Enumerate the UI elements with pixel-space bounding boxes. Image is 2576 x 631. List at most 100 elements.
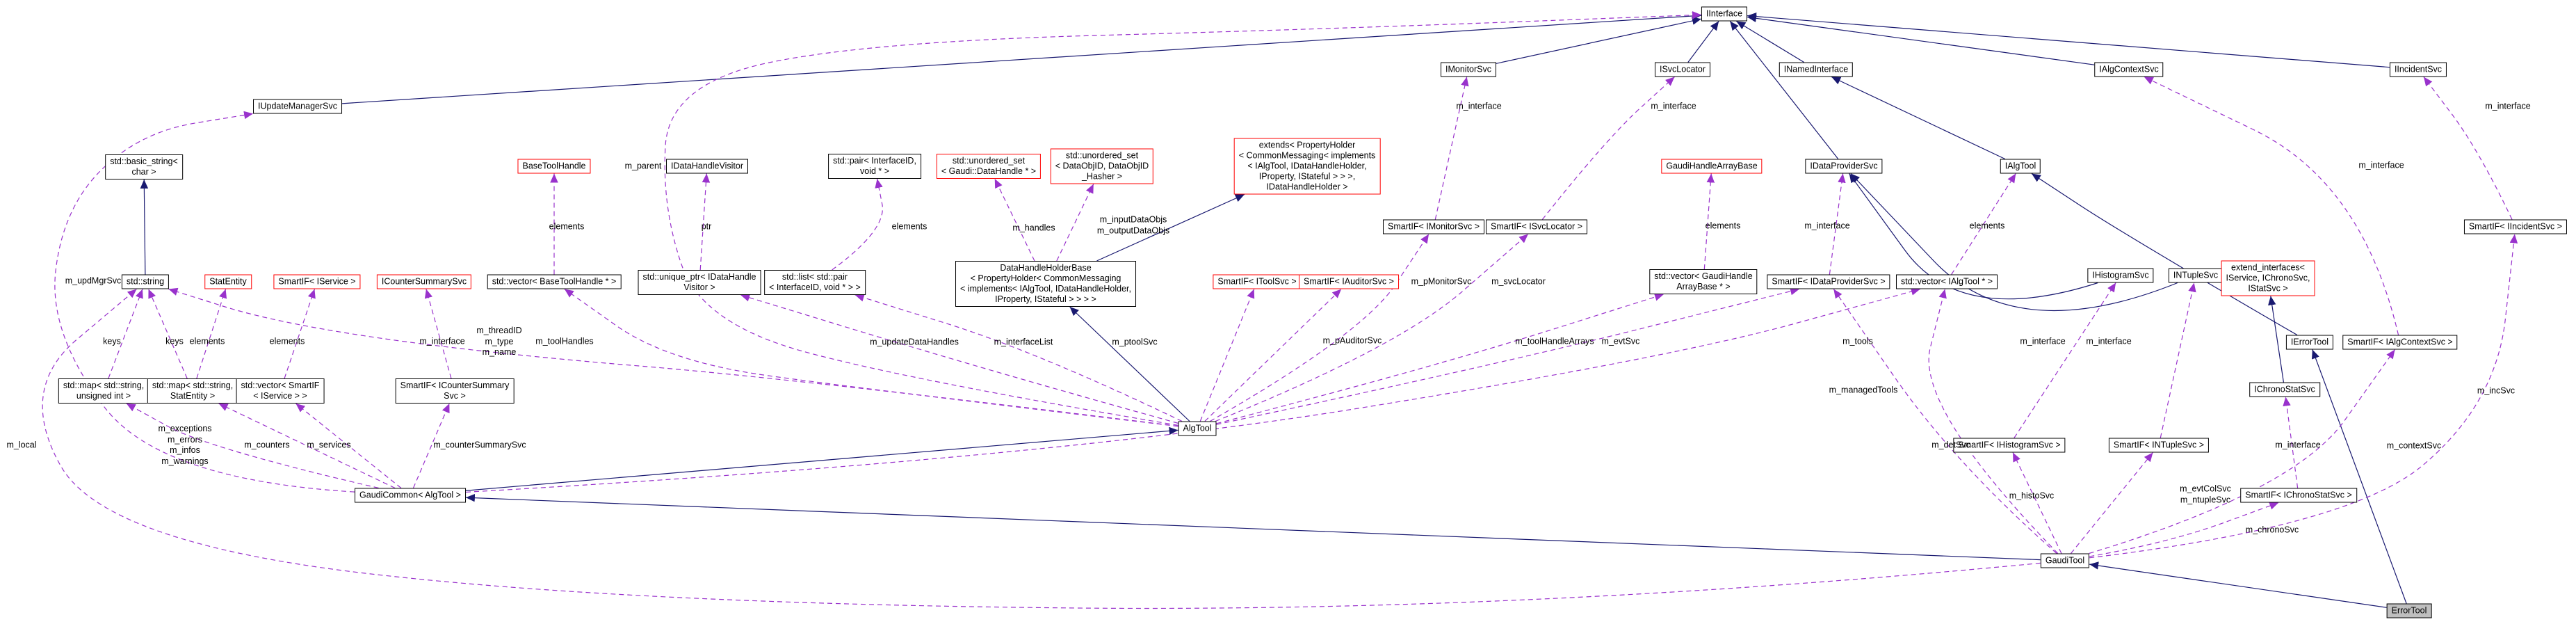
node-listpair[interactable]: std::list< std::pair< InterfaceID, void … — [764, 270, 866, 295]
edge-gauditool-stdstring — [42, 289, 2041, 609]
edge-datahandleholderbase-extendsprop — [1096, 193, 1245, 262]
node-statentity[interactable]: StatEntity — [204, 274, 252, 289]
edge-algtool-smartifimonitorsvc — [1210, 234, 1429, 422]
node-label-line: IHistogramSvc — [2092, 270, 2149, 280]
node-smartifisvclocator[interactable]: SmartIF< ISvcLocator > — [1486, 219, 1587, 234]
node-label-line: std::pair< InterfaceID, — [833, 156, 916, 166]
node-iupdatemanagersvc[interactable]: IUpdateManagerSvc — [253, 99, 342, 114]
node-label-line: DataHandleHolderBase — [1000, 263, 1092, 273]
edge-gauditool-smartifintuplesvc — [2071, 452, 2153, 554]
node-label-line: SmartIF< IChronoStatSvc > — [2245, 490, 2352, 500]
edge-ialgtool-inamedinterface — [1831, 76, 2006, 160]
node-label-line: IChronoStatSvc — [2254, 384, 2315, 394]
edge-smartifimonitorsvc-imonitorsvc — [1434, 77, 1469, 220]
node-vectorbasetoolhandle[interactable]: std::vector< BaseToolHandle * > — [487, 274, 622, 289]
edge-inamedinterface-iinterface — [1736, 20, 1804, 63]
node-vectorsmartifiservice[interactable]: std::vector< SmartIF< IService > > — [236, 378, 325, 404]
node-label-line: std::map< std::string, — [152, 381, 234, 390]
node-basicstring[interactable]: std::basic_string<char > — [105, 154, 183, 179]
node-ierrortool[interactable]: IErrorTool — [2285, 335, 2334, 350]
node-idatahandlevisitor[interactable]: IDataHandleVisitor — [666, 159, 748, 174]
node-label-line: SmartIF< IAuditorSvc > — [1304, 276, 1394, 287]
node-smartifitoolsvc[interactable]: SmartIF< IToolSvc > — [1213, 274, 1302, 289]
node-mapstringuint[interactable]: std::map< std::string,unsigned int > — [58, 378, 149, 404]
node-gauditool[interactable]: GaudiTool — [2040, 553, 2090, 568]
node-smartifintuplesvc[interactable]: SmartIF< INTupleSvc > — [2108, 438, 2210, 453]
node-vectorialgtool[interactable]: std::vector< IAlgTool * > — [1895, 274, 1998, 289]
node-iincidentsvc[interactable]: IIncidentSvc — [2389, 62, 2447, 77]
node-label-line: < CommonMessaging< implements — [1238, 150, 1376, 161]
node-label-line: Visitor > — [683, 282, 715, 292]
node-ialgcontextsvc[interactable]: IAlgContextSvc — [2094, 62, 2164, 77]
node-label-line: StatEntity — [209, 276, 247, 287]
node-stdstring[interactable]: std::string — [121, 274, 170, 289]
node-smartifiincidentsvc[interactable]: SmartIF< IIncidentSvc > — [2463, 219, 2568, 234]
node-imonitorsvc[interactable]: IMonitorSvc — [1441, 62, 1496, 77]
node-label-line: ICounterSummarySvc — [381, 276, 467, 287]
node-unorderedsetgaudi[interactable]: std::unordered_set< Gaudi::DataHandle * … — [936, 154, 1042, 179]
edge-isvclocator-iinterface — [1687, 21, 1719, 63]
node-label-line: IProperty, IStateful > > >, — [1258, 171, 1356, 182]
node-label-line: extends< PropertyHolder — [1258, 140, 1356, 150]
node-smartifihistogramsvc[interactable]: SmartIF< IHistogramSvc > — [1953, 438, 2066, 453]
node-idataprovidersvc[interactable]: IDataProviderSvc — [1805, 159, 1883, 174]
edge-imonitorsvc-iinterface — [1496, 17, 1702, 64]
node-label-line: IErrorTool — [2290, 337, 2329, 347]
node-gaudicommon[interactable]: GaudiCommon< AlgTool > — [355, 488, 466, 503]
node-smartifidataprovider[interactable]: SmartIF< IDataProviderSvc > — [1767, 274, 1890, 289]
node-label-line: std::vector< GaudiHandle — [1654, 271, 1753, 281]
node-unorderedsetdataobj[interactable]: std::unordered_set< DataObjID, DataObjID… — [1050, 148, 1154, 184]
node-label-line: IDataHandleHolder > — [1266, 182, 1348, 192]
node-intuplesvc[interactable]: INTupleSvc — [2168, 268, 2223, 283]
node-iinterface[interactable]: IInterface — [1701, 6, 1748, 22]
node-pairinterfaceid[interactable]: std::pair< InterfaceID,void * > — [828, 154, 921, 179]
node-label-line: IUpdateManagerSvc — [258, 101, 337, 111]
edge-smartifichronostatsvc-ichronostatsvc — [2283, 397, 2299, 488]
edge-mapstringstat-statentity — [196, 289, 227, 379]
node-algtool[interactable]: AlgTool — [1178, 421, 1217, 436]
edge-gauditool-vectorialgtool — [1928, 289, 2059, 554]
node-datahandleholderbase[interactable]: DataHandleHolderBase< PropertyHolder< Co… — [955, 261, 1136, 307]
edge-algtool-stdstring — [168, 287, 1178, 427]
node-inamedinterface[interactable]: INamedInterface — [1779, 62, 1854, 77]
node-label-line: IDataProviderSvc — [1810, 161, 1878, 171]
node-ichronostatsvc[interactable]: IChronoStatSvc — [2249, 382, 2320, 397]
edge-algtool-iinterface — [664, 10, 1701, 426]
edge-gaudicommon-mapstringstat — [218, 403, 396, 489]
node-label-line: < IAlgTool, IDataHandleHolder, — [1247, 161, 1367, 171]
node-label-line: GaudiTool — [2045, 555, 2085, 566]
node-label-line: _Hasher > — [1081, 171, 1123, 182]
node-smartifichronostatsvc[interactable]: SmartIF< IChronoStatSvc > — [2240, 488, 2357, 503]
node-label-line: IAlgContextSvc — [2099, 64, 2159, 74]
node-smartifiservice[interactable]: SmartIF< IService > — [273, 274, 361, 289]
edge-mapstringuint-stdstring — [108, 289, 143, 379]
node-mapstringstat[interactable]: std::map< std::string,StatEntity > — [147, 378, 238, 404]
node-label-line: std::vector< BaseToolHandle * > — [492, 276, 617, 287]
node-gaudihandlearraybase[interactable]: GaudiHandleArrayBase — [1661, 159, 1763, 174]
edge-smartifidataprovider-idataprovidersvc — [1829, 173, 1846, 275]
node-smartifimonitorsvc[interactable]: SmartIF< IMonitorSvc > — [1383, 219, 1484, 234]
edge-gaudicommon-vectorsmartifiservice — [295, 403, 402, 488]
edge-gauditool-smartifichronostatsvc — [2089, 502, 2279, 557]
node-label-line: std::unique_ptr< IDataHandle — [642, 272, 756, 282]
node-ialgtool[interactable]: IAlgTool — [2000, 159, 2041, 174]
node-label-line: INTupleSvc — [2173, 270, 2219, 280]
edge-listpair-pairinterfaceid — [832, 178, 883, 271]
node-label-line: void * > — [859, 166, 890, 176]
node-smartifiauditorsvc[interactable]: SmartIF< IAuditorSvc > — [1299, 274, 1399, 289]
node-ihistogramsvc[interactable]: IHistogramSvc — [2087, 268, 2154, 283]
node-label-line: ISvcLocator — [1659, 64, 1706, 74]
node-label-line: SmartIF< IAlgContextSvc > — [2347, 337, 2453, 347]
node-extendsprop[interactable]: extends< PropertyHolder< CommonMessaging… — [1233, 138, 1381, 195]
node-icountersummarysvc[interactable]: ICounterSummarySvc — [376, 274, 472, 289]
edge-vectorgaudihandle-gaudihandlearraybase — [1703, 173, 1715, 270]
node-extendinterfaces[interactable]: extend_interfaces<IService, IChronoSvc,I… — [2221, 260, 2315, 296]
node-isvclocator[interactable]: ISvcLocator — [1654, 62, 1711, 77]
node-smartifialgcontextsvc[interactable]: SmartIF< IAlgContextSvc > — [2342, 335, 2458, 350]
node-basetoolhandle[interactable]: BaseToolHandle — [517, 159, 591, 174]
edge-gaudicommon-algtool — [465, 426, 1178, 491]
